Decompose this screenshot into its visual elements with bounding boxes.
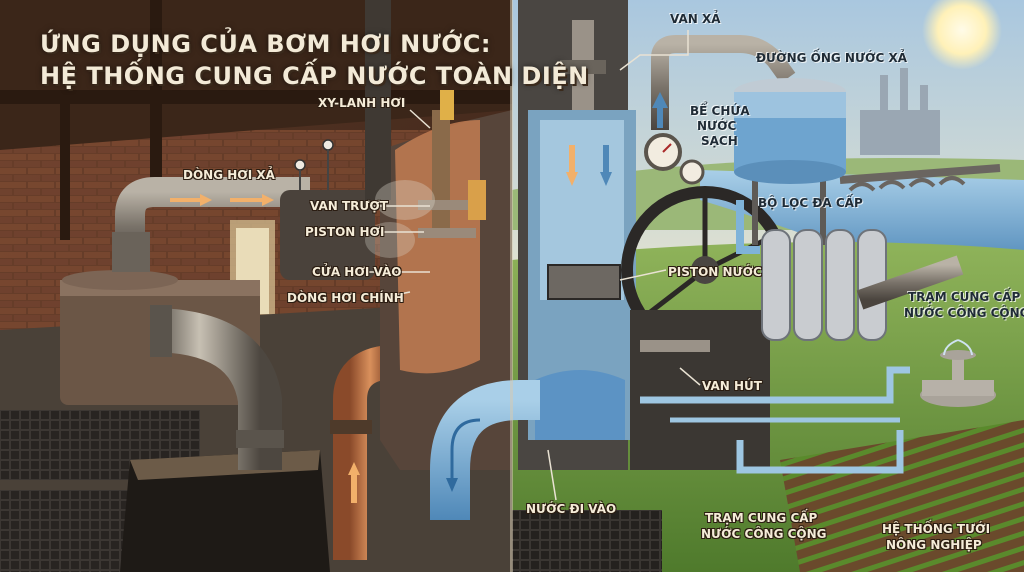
label-piston-hoi: PISTON HƠI [305, 225, 385, 239]
label-tram-cung-cap-bottom-line-1: TRẠM CUNG CẤP [705, 511, 818, 525]
multi-stage-filters [640, 200, 964, 474]
leader-lines [362, 30, 701, 501]
label-he-thong-tuoi-line-2: NÔNG NGHIỆP [886, 538, 982, 552]
label-duong-ong-nuoc-xa: ĐƯỜNG ỐNG NƯỚC XẢ [756, 51, 907, 65]
label-dong-hoi-chinh: DÒNG HƠI CHÍNH [287, 291, 404, 305]
label-cua-hoi-vao: CỬA HƠI VÀO [312, 265, 402, 279]
page-title-line-2: HỆ THỐNG CUNG CẤP NƯỚC TOÀN DIỆN [40, 62, 589, 90]
label-nuoc-di-vao: NƯỚC ĐI VÀO [526, 502, 617, 516]
label-bo-loc-da-cap: BỘ LỌC ĐA CẤP [758, 196, 863, 210]
label-he-thong-tuoi-line-1: HỆ THỐNG TƯỚI [882, 522, 991, 536]
label-xy-lanh-hoi: XY-LANH HƠI [318, 96, 406, 110]
label-tram-cung-cap-top-line-1: TRẠM CUNG CẤP [908, 290, 1021, 304]
label-tram-cung-cap-bottom-line-2: NƯỚC CÔNG CỘNG [701, 527, 827, 541]
label-dong-hoi-xa: DÒNG HƠI XẢ [183, 168, 275, 182]
label-piston-nuoc: PISTON NƯỚC [668, 265, 762, 279]
water-tower [734, 78, 846, 245]
pump-house-interior [0, 0, 512, 572]
label-be-chua-line-3: SẠCH [701, 134, 738, 148]
label-be-chua-line-1: BỂ CHỨA [690, 104, 750, 118]
label-van-xa: VAN XẢ [670, 12, 721, 26]
public-fountain [920, 339, 996, 407]
label-be-chua-line-2: NƯỚC [697, 119, 737, 133]
label-van-hut: VAN HÚT [702, 379, 762, 393]
page-title-line-1: ỨNG DỤNG CỦA BƠM HƠI NƯỚC: [40, 30, 491, 58]
label-tram-cung-cap-top-line-2: NƯỚC CÔNG CỘNG [904, 306, 1024, 320]
label-van-truot: VAN TRƯỢT [310, 199, 389, 213]
